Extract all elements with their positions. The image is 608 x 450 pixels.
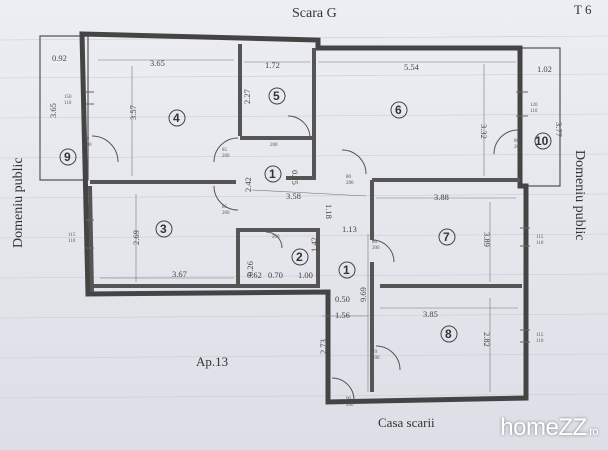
dim-bath-e: 1.42 — [309, 237, 319, 252]
room-1-label: 1 — [269, 167, 276, 181]
room-10-label: 10 — [535, 134, 549, 148]
win-r3-w: 115 — [68, 233, 76, 238]
win-r8-w: 115 — [536, 333, 544, 338]
room-9-label: 9 — [64, 150, 71, 164]
dim-entry-a: 0.50 — [335, 294, 350, 304]
door-r5-w: 60 — [270, 137, 276, 142]
label-domeniu-right: Domeniu public — [572, 150, 587, 241]
title-scara: Scara G — [292, 6, 337, 21]
room-5-label: 5 — [273, 89, 280, 103]
dim-right-balcony-width: 1.02 — [537, 64, 552, 74]
win-right-h: 110 — [530, 109, 538, 114]
dim-room5-width: 1.72 — [265, 60, 280, 70]
room-8-label: 8 — [445, 327, 452, 341]
room-3-label: 3 — [160, 222, 167, 236]
dim-room7-width: 3.88 — [434, 192, 449, 202]
door-r7-w: 80 — [372, 240, 378, 245]
door-r10-h: 200 — [514, 145, 522, 150]
dim-bath-d: 1.00 — [298, 270, 313, 280]
room-7-label: 7 — [443, 230, 450, 244]
dim-hall-depth: 1.18 — [324, 204, 334, 219]
win-r3-h: 110 — [68, 239, 76, 244]
door-entry-w: 90 — [346, 397, 352, 402]
win-r8-h: 110 — [536, 339, 544, 344]
dim-room4-width: 3.65 — [150, 58, 165, 68]
door-left-h: 200 — [84, 143, 92, 148]
win-right-w: 120 — [530, 103, 538, 108]
balcony-right — [522, 47, 561, 187]
dim-hall-height: 2.42 — [243, 177, 253, 192]
dim-bath-b: 0.62 — [247, 270, 262, 280]
door-r4-w: 85 — [222, 148, 228, 153]
dim-room8-height: 2.82 — [482, 332, 492, 347]
dim-room3-width: 3.67 — [172, 269, 187, 279]
room-1b-label: 1 — [343, 263, 350, 277]
watermark-brand: homeZZ — [500, 414, 587, 441]
dim-room8-width: 3.85 — [423, 309, 438, 319]
paper-lines — [0, 35, 608, 399]
win-left-w: 150 — [64, 95, 72, 100]
door-r2-h: 200 — [272, 235, 280, 240]
label-domeniu-left: Domeniu public — [11, 157, 26, 248]
door-r8-h: 200 — [372, 356, 380, 361]
dim-hall-width: 3.58 — [286, 191, 301, 201]
dim-right-balcony-height: 3.77 — [554, 122, 564, 137]
door-r6-w: 80 — [346, 175, 352, 180]
dim-room7-height: 3.89 — [482, 232, 492, 247]
room-6-label: 6 — [395, 103, 402, 117]
watermark-tld: .ro — [586, 426, 599, 438]
outer-walls — [79, 31, 529, 405]
room-2-label: 2 — [296, 250, 303, 264]
door-r3-w: 85 — [222, 205, 228, 210]
door-r7-h: 200 — [372, 246, 380, 251]
label-corner: T 6 — [574, 2, 592, 17]
door-r10-w: 80 — [514, 139, 520, 144]
win-left-h: 110 — [64, 101, 72, 106]
door-left-w: 70 — [84, 137, 90, 142]
door-r3-h: 200 — [222, 211, 230, 216]
dim-room3-height: 2.69 — [131, 230, 141, 245]
inner-walls — [88, 44, 522, 392]
door-r6-h: 200 — [346, 181, 354, 186]
dim-room4-height: 3.57 — [128, 105, 138, 120]
label-casa-scarii: Casa scarii — [378, 415, 435, 430]
dim-entry-b: 9.69 — [358, 287, 368, 302]
windows — [86, 91, 530, 343]
doors — [91, 115, 519, 401]
door-r2-w: 60 — [272, 229, 278, 234]
dim-room5-height: 2.27 — [242, 89, 252, 104]
dim-entry-height: 2.73 — [318, 339, 328, 354]
dim-balcony-width: 0.92 — [52, 53, 67, 63]
dim-entry-c: 1.56 — [335, 310, 350, 320]
balcony-left — [39, 35, 89, 181]
door-r5-h: 200 — [270, 143, 278, 148]
opening-annotations: 150 110 70 200 85 200 60 200 80 200 80 2… — [64, 95, 544, 408]
dim-hall-wall: 0.75 — [290, 170, 300, 185]
watermark-logo: homeZZ.ro — [500, 414, 598, 442]
door-r4-h: 200 — [222, 154, 230, 159]
dimension-lines — [98, 59, 518, 392]
dim-bath-a: 0.26 — [245, 261, 255, 276]
dim-bath-c: 0.70 — [268, 270, 283, 280]
room-4-label: 4 — [173, 111, 180, 125]
door-entry-h: 200 — [346, 403, 354, 408]
win-r7-w: 115 — [536, 235, 544, 240]
win-r7-h: 110 — [536, 241, 544, 246]
dim-room6-width: 5.54 — [404, 62, 420, 72]
room-markers — [59, 87, 552, 343]
dim-corridor-width: 1.13 — [342, 224, 357, 234]
dim-room6-height: 3.32 — [479, 124, 489, 139]
label-apartment: Ap.13 — [196, 354, 228, 369]
dim-balcony-height: 3.65 — [48, 103, 58, 118]
door-r8-w: 70 — [372, 350, 378, 355]
